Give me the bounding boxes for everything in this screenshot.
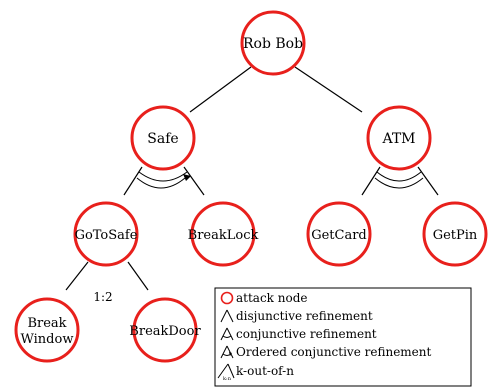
- node-getcard[interactable]: GetCard: [306, 201, 372, 267]
- node-breaklock-label: BreakLock: [188, 228, 259, 243]
- node-gotosafe-label: GoToSafe: [75, 228, 138, 243]
- ordered-arrowhead: [183, 174, 191, 181]
- node-safe-label: Safe: [147, 131, 178, 147]
- conjunctive-arc-inner: [374, 177, 424, 189]
- node-atm[interactable]: ATM: [366, 105, 432, 171]
- node-root[interactable]: Rob Bob: [240, 10, 306, 76]
- attack-nodes: Rob Bob Safe ATM GoToSafe BreakLock GetC…: [14, 10, 488, 363]
- legend-ordered-conjunctive: Ordered conjunctive refinement: [236, 345, 432, 359]
- edge-atm-getcard: [361, 166, 381, 196]
- node-safe[interactable]: Safe: [130, 105, 196, 171]
- ordered-conjunctive-arc: [138, 171, 188, 182]
- ordered-conjunctive-icon: [220, 345, 234, 359]
- attack-node-icon: [220, 291, 234, 305]
- legend-box: [214, 287, 472, 387]
- node-breakdoor-label: BreakDoor: [129, 324, 201, 339]
- ordered-conjunctive-arc-inner: [136, 177, 186, 189]
- node-getcard-label: GetCard: [311, 228, 367, 243]
- node-breaklock[interactable]: BreakLock: [188, 201, 259, 267]
- node-breakdoor[interactable]: BreakDoor: [129, 297, 201, 363]
- node-getpin-label: GetPin: [433, 228, 478, 243]
- legend-k-out-of-n: k-out-of-n: [236, 364, 294, 378]
- edge-root-atm: [294, 66, 363, 113]
- edge-safe-gotosafe: [123, 166, 143, 196]
- legend-disjunctive: disjunctive refinement: [236, 309, 373, 323]
- edge-gotosafe-breakdoor: [127, 261, 149, 291]
- node-atm-label: ATM: [381, 131, 415, 147]
- conjunctive-arc: [376, 171, 422, 182]
- legend: attack node disjunctive refinement conju…: [214, 287, 472, 387]
- kn-ratio-label: 1:2: [93, 290, 112, 304]
- edge-root-safe: [189, 66, 252, 113]
- disjunctive-icon: [220, 309, 234, 323]
- k-out-of-n-glyph: k:n: [223, 376, 232, 382]
- k-out-of-n-icon: k:n: [217, 363, 235, 382]
- tree-edges: [65, 66, 439, 291]
- legend-attack-node: attack node: [236, 291, 308, 305]
- edge-gotosafe-breakwindow: [65, 261, 89, 291]
- node-getpin[interactable]: GetPin: [422, 201, 488, 267]
- node-breakwindow-label-1: Break: [27, 316, 66, 331]
- edge-atm-getpin: [417, 166, 439, 196]
- refinement-arcs: [136, 171, 424, 189]
- node-root-label: Rob Bob: [243, 36, 303, 52]
- legend-conjunctive: conjunctive refinement: [236, 327, 377, 341]
- node-breakwindow[interactable]: Break Window: [14, 297, 80, 363]
- conjunctive-icon: [220, 327, 234, 341]
- node-gotosafe[interactable]: GoToSafe: [73, 201, 139, 267]
- node-breakwindow-label-2: Window: [21, 332, 74, 347]
- edge-safe-breaklock: [183, 166, 205, 196]
